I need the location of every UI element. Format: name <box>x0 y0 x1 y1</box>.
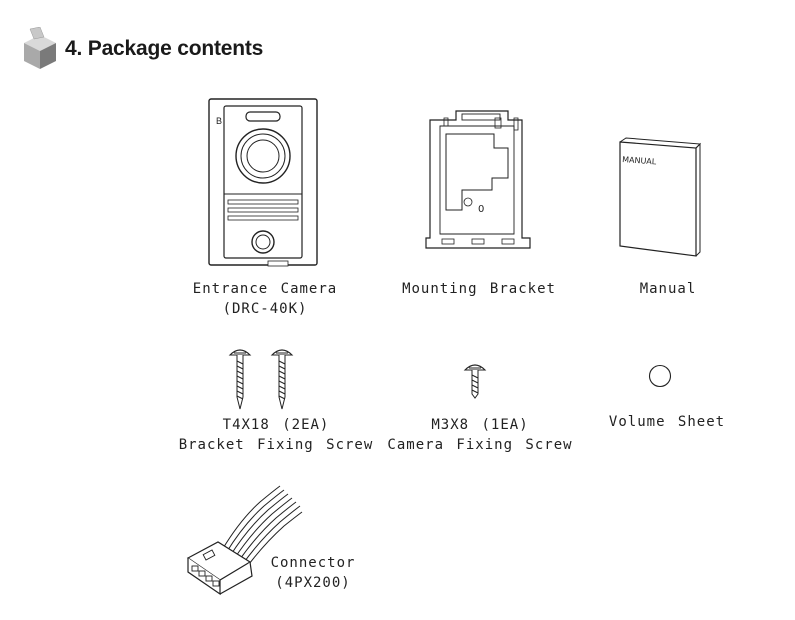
bracket-screw-label: T4X18 (2EA) Bracket Fixing Screw <box>178 417 374 453</box>
camera-screw-image <box>463 364 487 399</box>
manual-label: Manual <box>639 281 697 297</box>
camera-screw-label: M3X8 (1EA) Camera Fixing Screw <box>387 417 573 453</box>
section-heading: 4. Package contents <box>20 27 263 71</box>
connector-label: Connector (4PX200) <box>270 555 356 591</box>
entrance-camera-image: B <box>208 98 318 267</box>
volume-sheet-label: Volume Sheet <box>608 414 726 430</box>
bracket-screw-image <box>228 349 294 410</box>
mounting-bracket-image: 0 <box>425 110 531 249</box>
box-icon <box>24 27 56 69</box>
mounting-bracket-label: Mounting Bracket <box>402 281 556 297</box>
camera-mark-text: B <box>216 116 222 126</box>
volume-sheet-image <box>648 364 672 388</box>
section-title: 4. Package contents <box>65 37 264 60</box>
entrance-camera-label: Entrance Camera (DRC-40K) <box>192 281 338 317</box>
manual-image: MANUAL <box>619 137 702 257</box>
manual-cover-text: MANUAL <box>622 155 657 166</box>
connector-image <box>186 485 303 596</box>
bracket-mark-text: 0 <box>478 204 484 215</box>
